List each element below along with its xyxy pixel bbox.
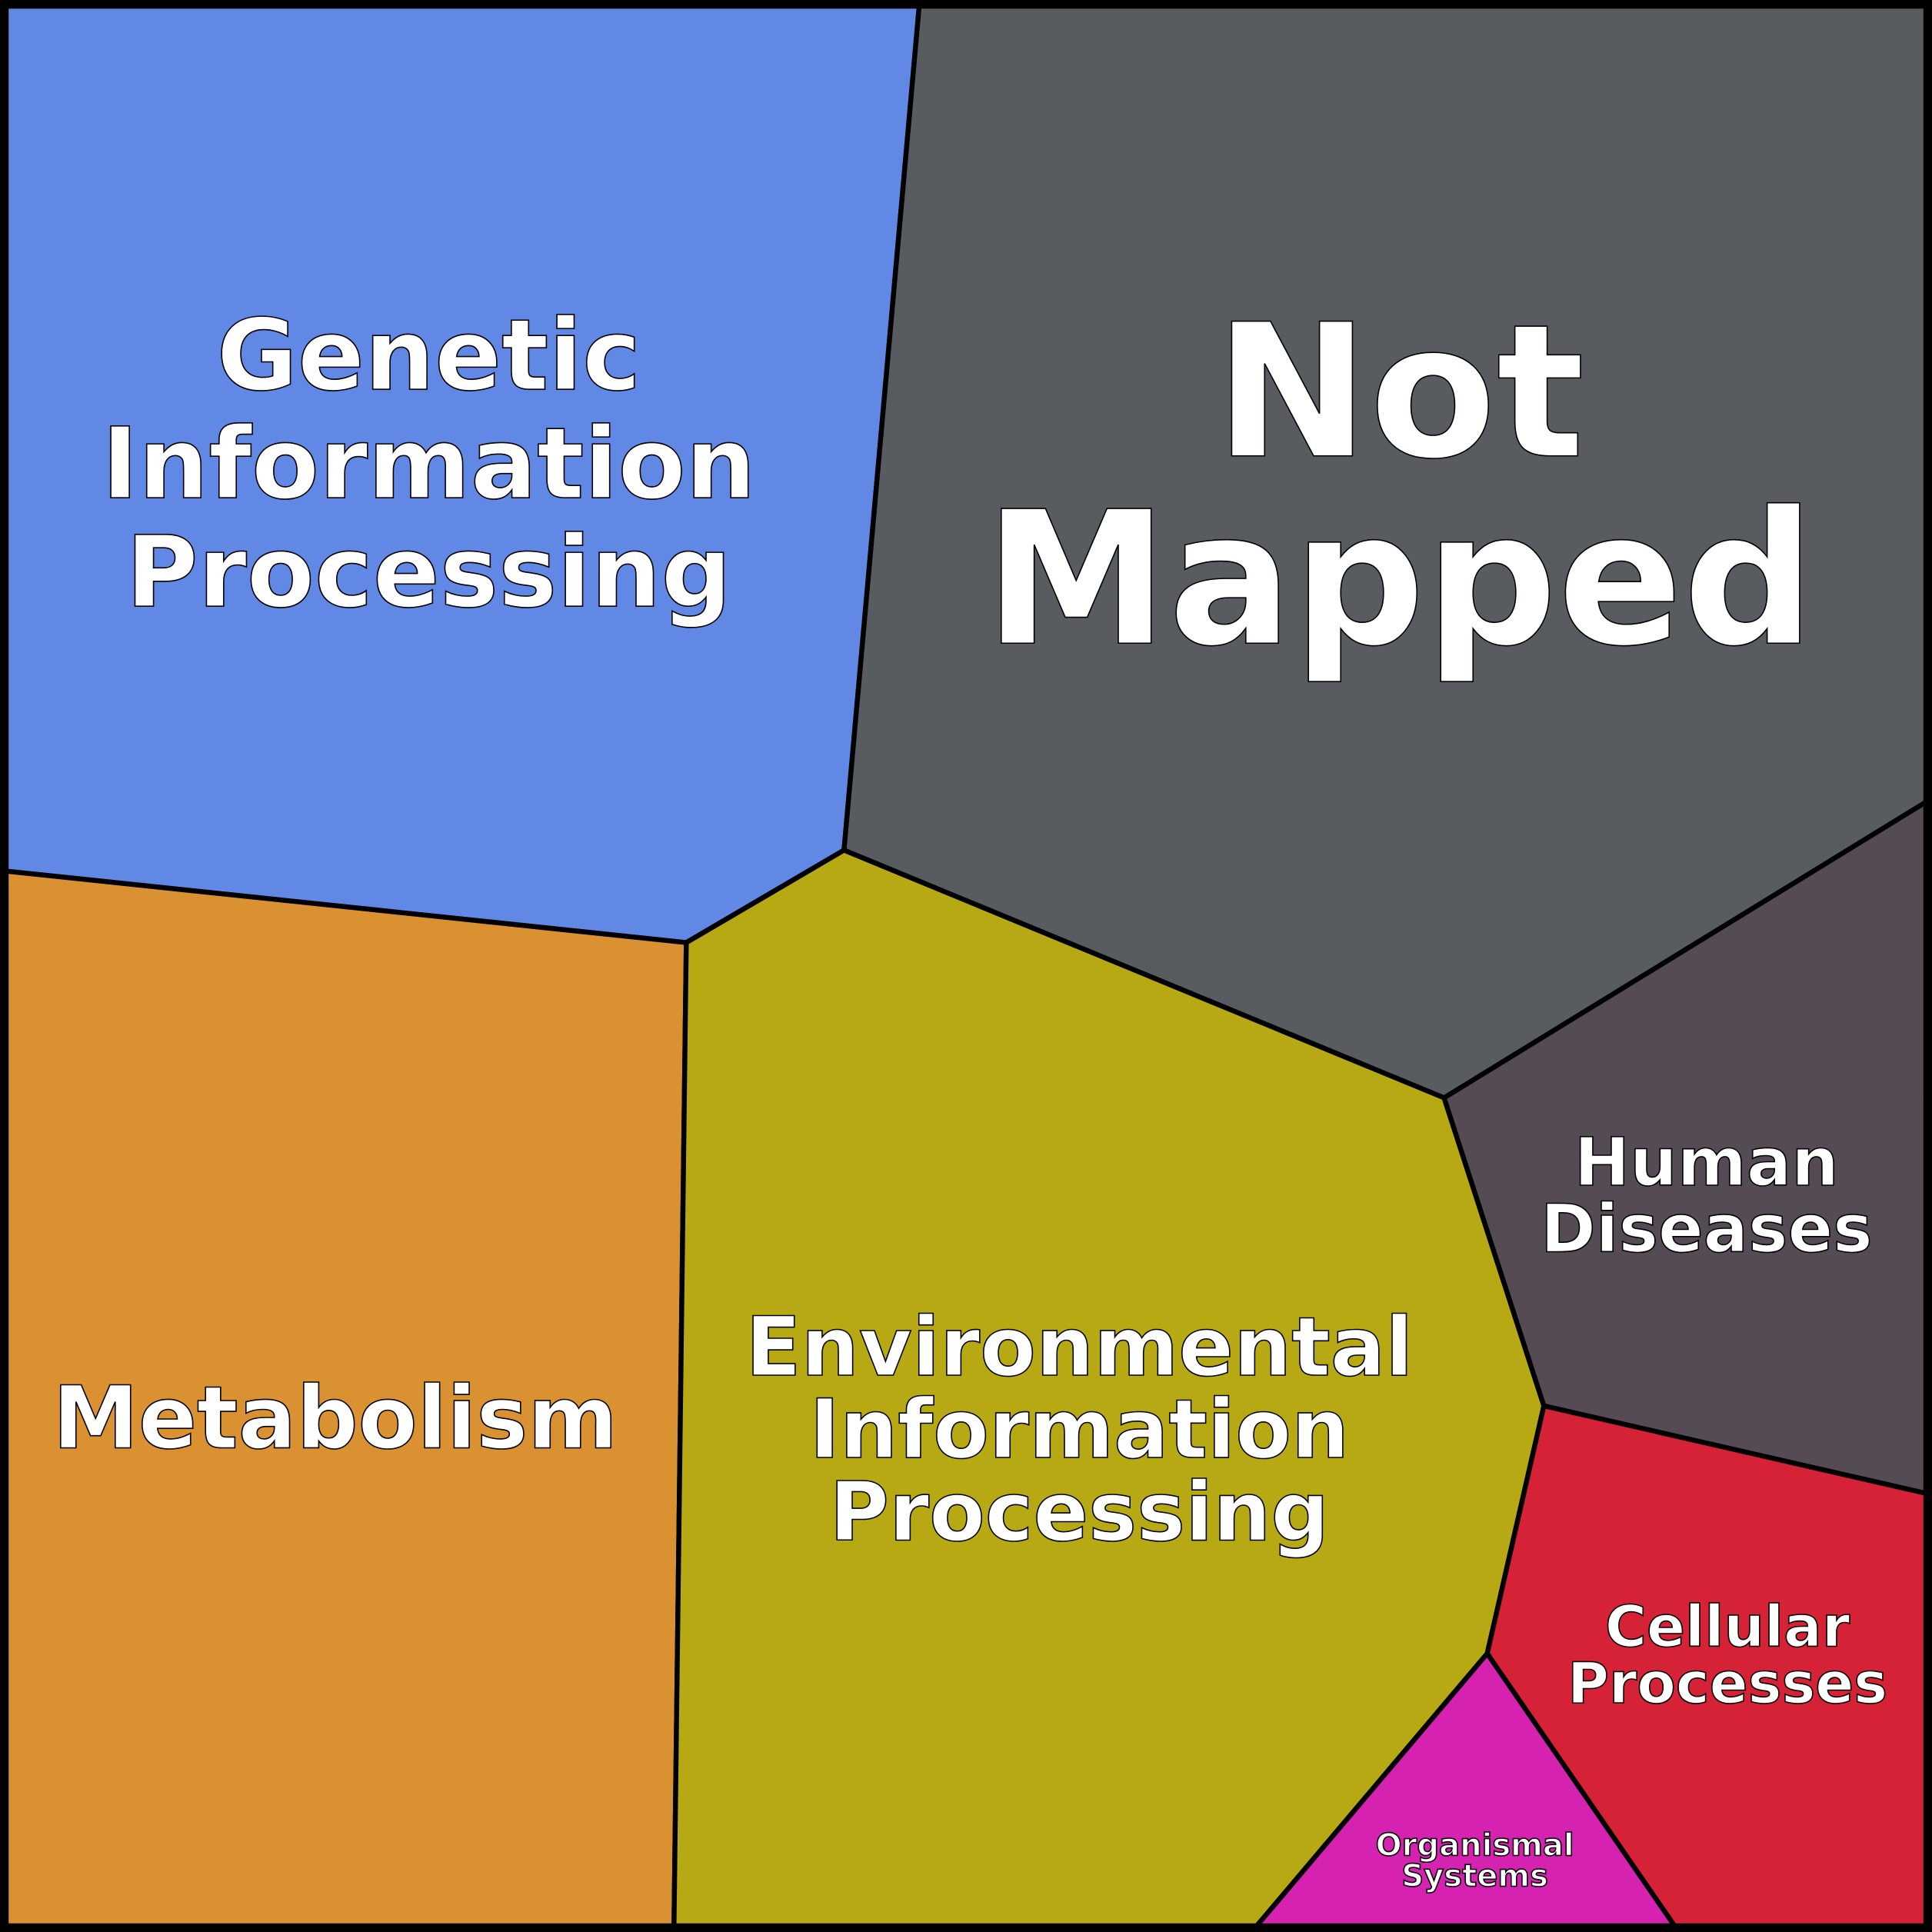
label-line: Diseases bbox=[1541, 1191, 1873, 1268]
label-line: Environmental bbox=[745, 1300, 1413, 1394]
label-line: Organismal bbox=[1376, 1828, 1574, 1864]
label-line: Genetic bbox=[217, 298, 641, 413]
label-line: Processes bbox=[1567, 1651, 1887, 1717]
label-line: Information bbox=[102, 407, 755, 521]
label-line: Metabolism bbox=[52, 1368, 618, 1468]
label-line: Cellular bbox=[1605, 1594, 1850, 1660]
label-line: Information bbox=[810, 1382, 1350, 1477]
label-line: Systems bbox=[1401, 1859, 1548, 1894]
label-line: Human bbox=[1574, 1124, 1839, 1201]
label-line: Processing bbox=[830, 1465, 1330, 1560]
label-metabolism: Metabolism bbox=[52, 1368, 618, 1468]
label-line: Mapped bbox=[984, 471, 1815, 687]
label-line: Processing bbox=[126, 515, 732, 630]
label-line: Not bbox=[1214, 285, 1584, 500]
